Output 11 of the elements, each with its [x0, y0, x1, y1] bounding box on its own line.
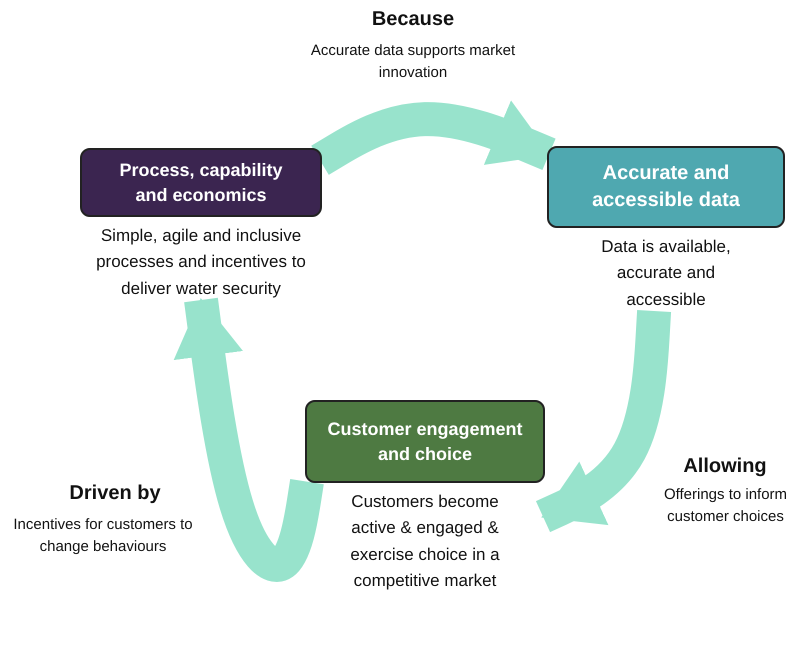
title-box: Accurate and accessible data	[547, 146, 785, 228]
description-text: Simple, agile and inclusive processes and incentives to deliver water security	[95, 225, 307, 300]
title-box: Process, capability and economics	[80, 148, 322, 217]
title-box: Customer engagement and choice	[305, 400, 545, 483]
description-text: Data is available, accurate and accessible	[600, 236, 732, 311]
curved-arrow	[174, 298, 324, 582]
note-text: Offerings to inform customer choices	[662, 485, 788, 527]
note-text: Accurate data supports market innovation	[310, 41, 516, 83]
description-text: Customers become active & engaged & exercise choice in a competitive market	[349, 491, 501, 592]
curved-arrow	[536, 310, 672, 532]
note-text: Incentives for customers to change behaviours	[12, 515, 194, 557]
